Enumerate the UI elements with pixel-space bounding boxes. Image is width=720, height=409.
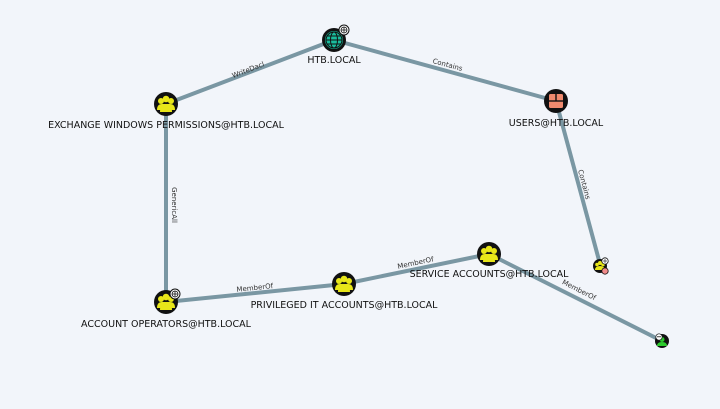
crown-badge-icon	[169, 288, 181, 300]
crown-badge-icon	[338, 24, 350, 36]
node-label-privileged: PRIVILEGED IT ACCOUNTS@HTB.LOCAL	[251, 300, 439, 311]
edge-label-genericall: GenericAll	[170, 187, 178, 223]
users-icon	[335, 275, 353, 292]
node-small-group[interactable]	[593, 257, 609, 275]
users-icon	[480, 245, 498, 262]
globe-icon	[325, 31, 343, 49]
edge-writedacl[interactable]: WriteDacl	[164, 38, 336, 106]
edge-contains-users[interactable]: Contains	[332, 38, 558, 103]
node-service-accounts[interactable]: SERVICE ACCOUNTS@HTB.LOCAL	[410, 242, 570, 280]
edge-memberof-user[interactable]: MemberOf	[487, 252, 664, 343]
node-label-htb-local: HTB.LOCAL	[307, 55, 361, 66]
container-icon	[549, 94, 563, 108]
node-label-service: SERVICE ACCOUNTS@HTB.LOCAL	[410, 269, 570, 280]
alert-badge-icon	[601, 267, 609, 275]
skull-badge-icon	[655, 333, 663, 341]
edge-label-memberof-priv: MemberOf	[236, 282, 274, 294]
edge-memberof-priv[interactable]: MemberOf	[164, 282, 346, 304]
edges: WriteDacl Contains Contains GenericAll M…	[164, 38, 664, 343]
node-label-exchange: EXCHANGE WINDOWS PERMISSIONS@HTB.LOCAL	[48, 120, 284, 131]
users-icon	[157, 293, 175, 310]
user-icon	[657, 337, 667, 346]
crown-badge-icon	[601, 257, 609, 265]
node-privileged-it-accounts[interactable]: PRIVILEGED IT ACCOUNTS@HTB.LOCAL	[251, 272, 439, 311]
node-label-users: USERS@HTB.LOCAL	[509, 118, 604, 129]
node-label-account-operators: ACCOUNT OPERATORS@HTB.LOCAL	[81, 319, 252, 330]
users-icon	[157, 95, 175, 112]
node-htb-local[interactable]: HTB.LOCAL	[307, 24, 361, 66]
node-exchange-windows-permissions[interactable]: EXCHANGE WINDOWS PERMISSIONS@HTB.LOCAL	[48, 92, 285, 131]
nodes: HTB.LOCAL EXCHANGE WINDOWS PERMISSIONS@H…	[48, 24, 669, 348]
edge-genericall[interactable]: GenericAll	[164, 102, 178, 304]
node-account-operators[interactable]: ACCOUNT OPERATORS@HTB.LOCAL	[81, 288, 252, 330]
node-users-container[interactable]: USERS@HTB.LOCAL	[509, 89, 604, 129]
node-user[interactable]	[655, 333, 669, 348]
